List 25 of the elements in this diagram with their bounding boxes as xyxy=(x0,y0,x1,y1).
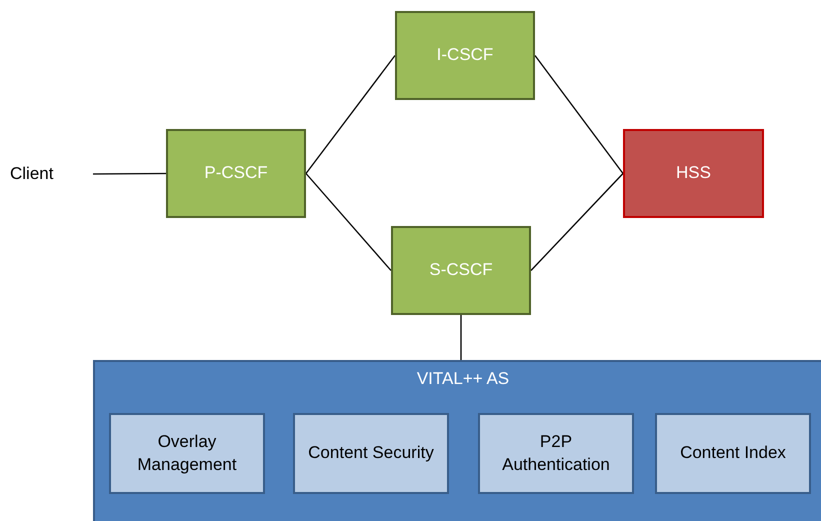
server-box xyxy=(391,226,531,315)
module-box xyxy=(293,413,449,494)
node-label: S-CSCF xyxy=(429,259,493,282)
connector-line xyxy=(306,173,392,271)
endpoint-label: Client xyxy=(10,162,54,185)
node-label: HSS xyxy=(676,162,711,184)
node-label: VITAL++ AS xyxy=(416,368,510,390)
node-label: Content Index xyxy=(680,442,786,464)
database-box xyxy=(623,129,764,218)
node-label: P2P Authentication xyxy=(501,430,611,476)
node-label: Overlay Management xyxy=(136,430,238,476)
server-box xyxy=(166,129,306,218)
connector-line xyxy=(460,315,462,360)
module-box xyxy=(478,413,634,494)
module-box xyxy=(109,413,265,494)
server-box xyxy=(395,11,535,100)
connector-line xyxy=(534,55,624,174)
node-label: Content Security xyxy=(308,442,434,464)
server-panel xyxy=(93,360,821,521)
connector-line xyxy=(305,55,396,174)
node-label: I-CSCF xyxy=(436,44,494,66)
module-box xyxy=(655,413,811,494)
node-label: P-CSCF xyxy=(204,162,268,184)
connector-line xyxy=(530,173,624,271)
connector-line xyxy=(93,172,166,175)
